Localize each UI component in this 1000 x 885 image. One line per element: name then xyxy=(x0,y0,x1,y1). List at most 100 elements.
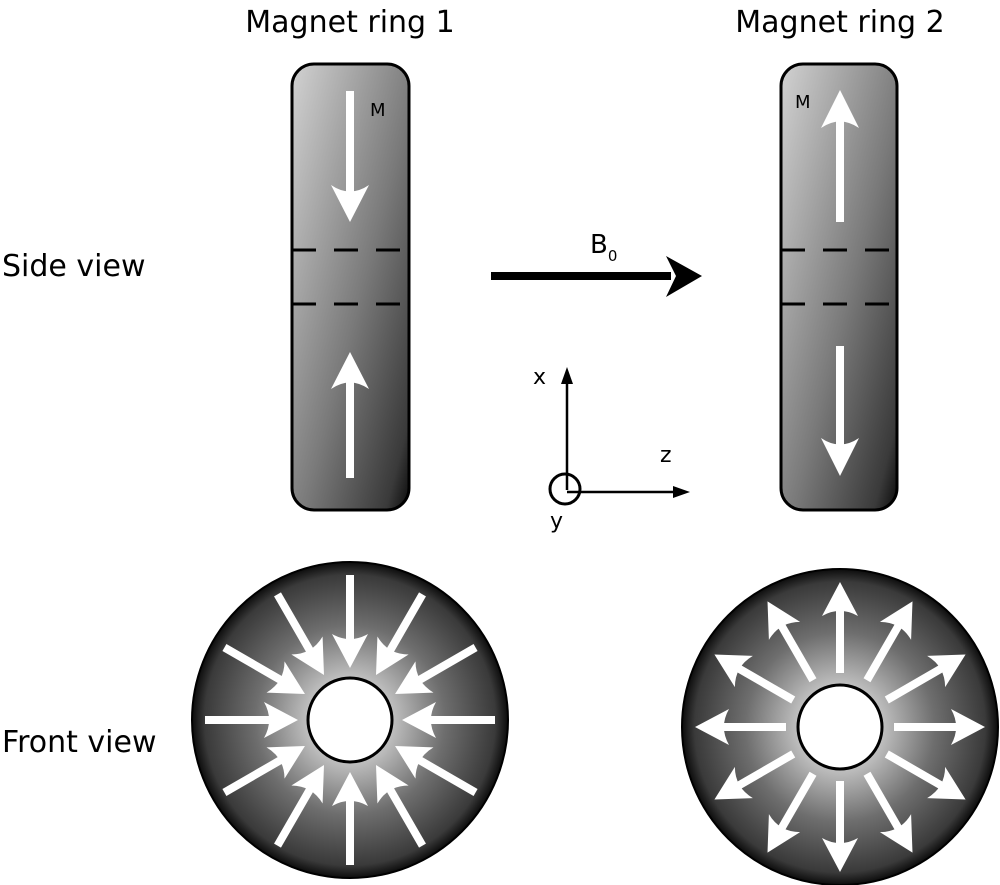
ring1-radial-arrow-icon xyxy=(332,575,368,668)
ring1-arrow-head xyxy=(291,765,324,804)
ring1-arrow-shaft xyxy=(222,644,287,686)
ring2-radial-arrows xyxy=(695,582,985,872)
ring2-radial-arrow-icon xyxy=(714,654,796,704)
y-axis-out-of-page-icon xyxy=(548,472,582,506)
ring1-radial-arrow-icon xyxy=(395,644,478,694)
ring2-bore xyxy=(796,683,884,771)
ring2-arrow-up-icon xyxy=(821,90,859,222)
ring1-radial-arrow-icon xyxy=(222,644,305,694)
ring2-arrow-head xyxy=(695,709,729,745)
ring1-radial-arrows xyxy=(205,575,495,865)
ring1-radial-arrow-icon xyxy=(274,765,324,848)
b0-arrow-head-icon xyxy=(666,256,702,297)
x-axis-label: x xyxy=(533,365,546,390)
ring2-arrow-head xyxy=(822,582,858,616)
ring2-radial-arrow-icon xyxy=(863,771,913,853)
ring1-radial-arrow-icon xyxy=(395,746,478,796)
ring1-side-body xyxy=(290,62,411,512)
b0-arrow-shaft xyxy=(491,272,671,280)
ring1-radial-arrow-icon xyxy=(222,746,305,796)
ring2-arrow-head xyxy=(927,654,966,688)
ring1-radial-arrow-icon xyxy=(205,702,298,738)
ring2-arrow-shaft xyxy=(884,750,947,792)
ring2-arrow-shaft xyxy=(884,662,947,704)
ring2-radial-arrow-icon xyxy=(894,709,985,745)
ring1-title: Magnet ring 1 xyxy=(245,5,454,40)
ring2-arrow-shaft xyxy=(836,781,844,849)
ring2-title: Magnet ring 2 xyxy=(735,5,944,40)
ring2-arrow-head xyxy=(879,814,913,853)
ring1-arrow-shaft xyxy=(413,754,478,796)
ring1-arrow-head xyxy=(264,702,298,738)
ring1-radial-arrow-icon xyxy=(332,772,368,865)
ring1-arrow-shaft xyxy=(384,592,426,657)
coordinate-axes: x z y xyxy=(533,365,690,534)
ring1-front-view xyxy=(191,561,509,879)
ring1-radial-arrow-icon xyxy=(274,592,324,675)
ring2-arrow-head xyxy=(879,601,913,640)
ring2-arrow-shaft xyxy=(775,771,817,834)
ring2-side-body xyxy=(779,62,899,512)
ring2-radial-arrow-icon xyxy=(822,582,858,673)
ring2-arrow-head xyxy=(767,601,801,640)
ring2-radial-arrow-icon xyxy=(863,601,913,683)
z-axis-arrow-icon xyxy=(673,486,690,498)
ring1-arrow-head xyxy=(395,661,434,694)
ring2-magnetization-label: M xyxy=(795,92,811,113)
ring1-arrow-shaft xyxy=(413,644,478,686)
ring2-arrow-head xyxy=(767,814,801,853)
z-axis-label: z xyxy=(660,443,672,468)
ring1-arrow-up-icon xyxy=(331,352,369,478)
ring1-side-view: M xyxy=(290,62,411,512)
ring2-arrow-head xyxy=(714,766,753,800)
ring1-arrow-head xyxy=(266,661,305,694)
ring1-arrow-shaft xyxy=(205,716,275,724)
ring1-arrow-head xyxy=(402,702,436,738)
ring1-radial-arrow-icon xyxy=(402,702,495,738)
ring1-arrow-head xyxy=(291,636,324,675)
ring1-arrow-shaft xyxy=(384,783,426,848)
ring2-radial-arrow-icon xyxy=(767,601,817,683)
ring1-arrow-shaft xyxy=(346,795,354,865)
ring1-arrow-head xyxy=(395,746,434,779)
ring1-radial-arrow-icon xyxy=(376,592,426,675)
ring1-arrow-shaft xyxy=(222,754,287,796)
ring2-arrow-shaft xyxy=(836,605,844,673)
ring2-side-view: M xyxy=(779,62,899,512)
ring2-arrow-shaft xyxy=(894,723,962,731)
ring2-arrow-shaft xyxy=(718,723,786,731)
ring2-arrow-shaft xyxy=(863,620,905,683)
ring1-radial-arrow-icon xyxy=(376,765,426,848)
side-view-label: Side view xyxy=(2,249,146,284)
ring2-arrow-head xyxy=(951,709,985,745)
ring2-radial-arrow-icon xyxy=(884,654,966,704)
ring1-arrow-shaft xyxy=(425,716,495,724)
ring2-arrow-head xyxy=(927,766,966,800)
ring1-arrow-head xyxy=(332,772,368,806)
ring1-arrow-shaft xyxy=(274,592,316,657)
ring1-magnetization-label: M xyxy=(370,100,386,121)
x-axis-arrow-icon xyxy=(561,367,573,384)
ring1-arrow-head xyxy=(376,636,409,675)
ring1-arrow-shaft xyxy=(274,783,316,848)
ring2-radial-arrow-icon xyxy=(714,750,796,800)
b0-label: B0 xyxy=(590,230,617,265)
b0-field-arrow: B0 xyxy=(491,230,702,297)
ring2-arrow-shaft xyxy=(863,771,905,834)
ring2-front-view xyxy=(681,568,999,885)
ring1-arrow-head xyxy=(266,746,305,779)
ring2-arrow-shaft xyxy=(733,662,796,704)
ring1-arrow-shaft xyxy=(346,575,354,645)
ring1-arrow-head xyxy=(332,634,368,668)
ring1-arrow-head xyxy=(376,765,409,804)
ring2-radial-arrow-icon xyxy=(695,709,786,745)
ring2-arrow-head xyxy=(714,654,753,688)
y-axis-label: y xyxy=(550,509,563,534)
ring2-arrow-shaft xyxy=(775,620,817,683)
ring2-arrow-down-icon xyxy=(821,346,859,476)
ring2-radial-arrow-icon xyxy=(884,750,966,800)
front-view-label: Front view xyxy=(2,725,157,760)
ring2-arrow-shaft xyxy=(733,750,796,792)
ring1-bore xyxy=(306,676,394,764)
